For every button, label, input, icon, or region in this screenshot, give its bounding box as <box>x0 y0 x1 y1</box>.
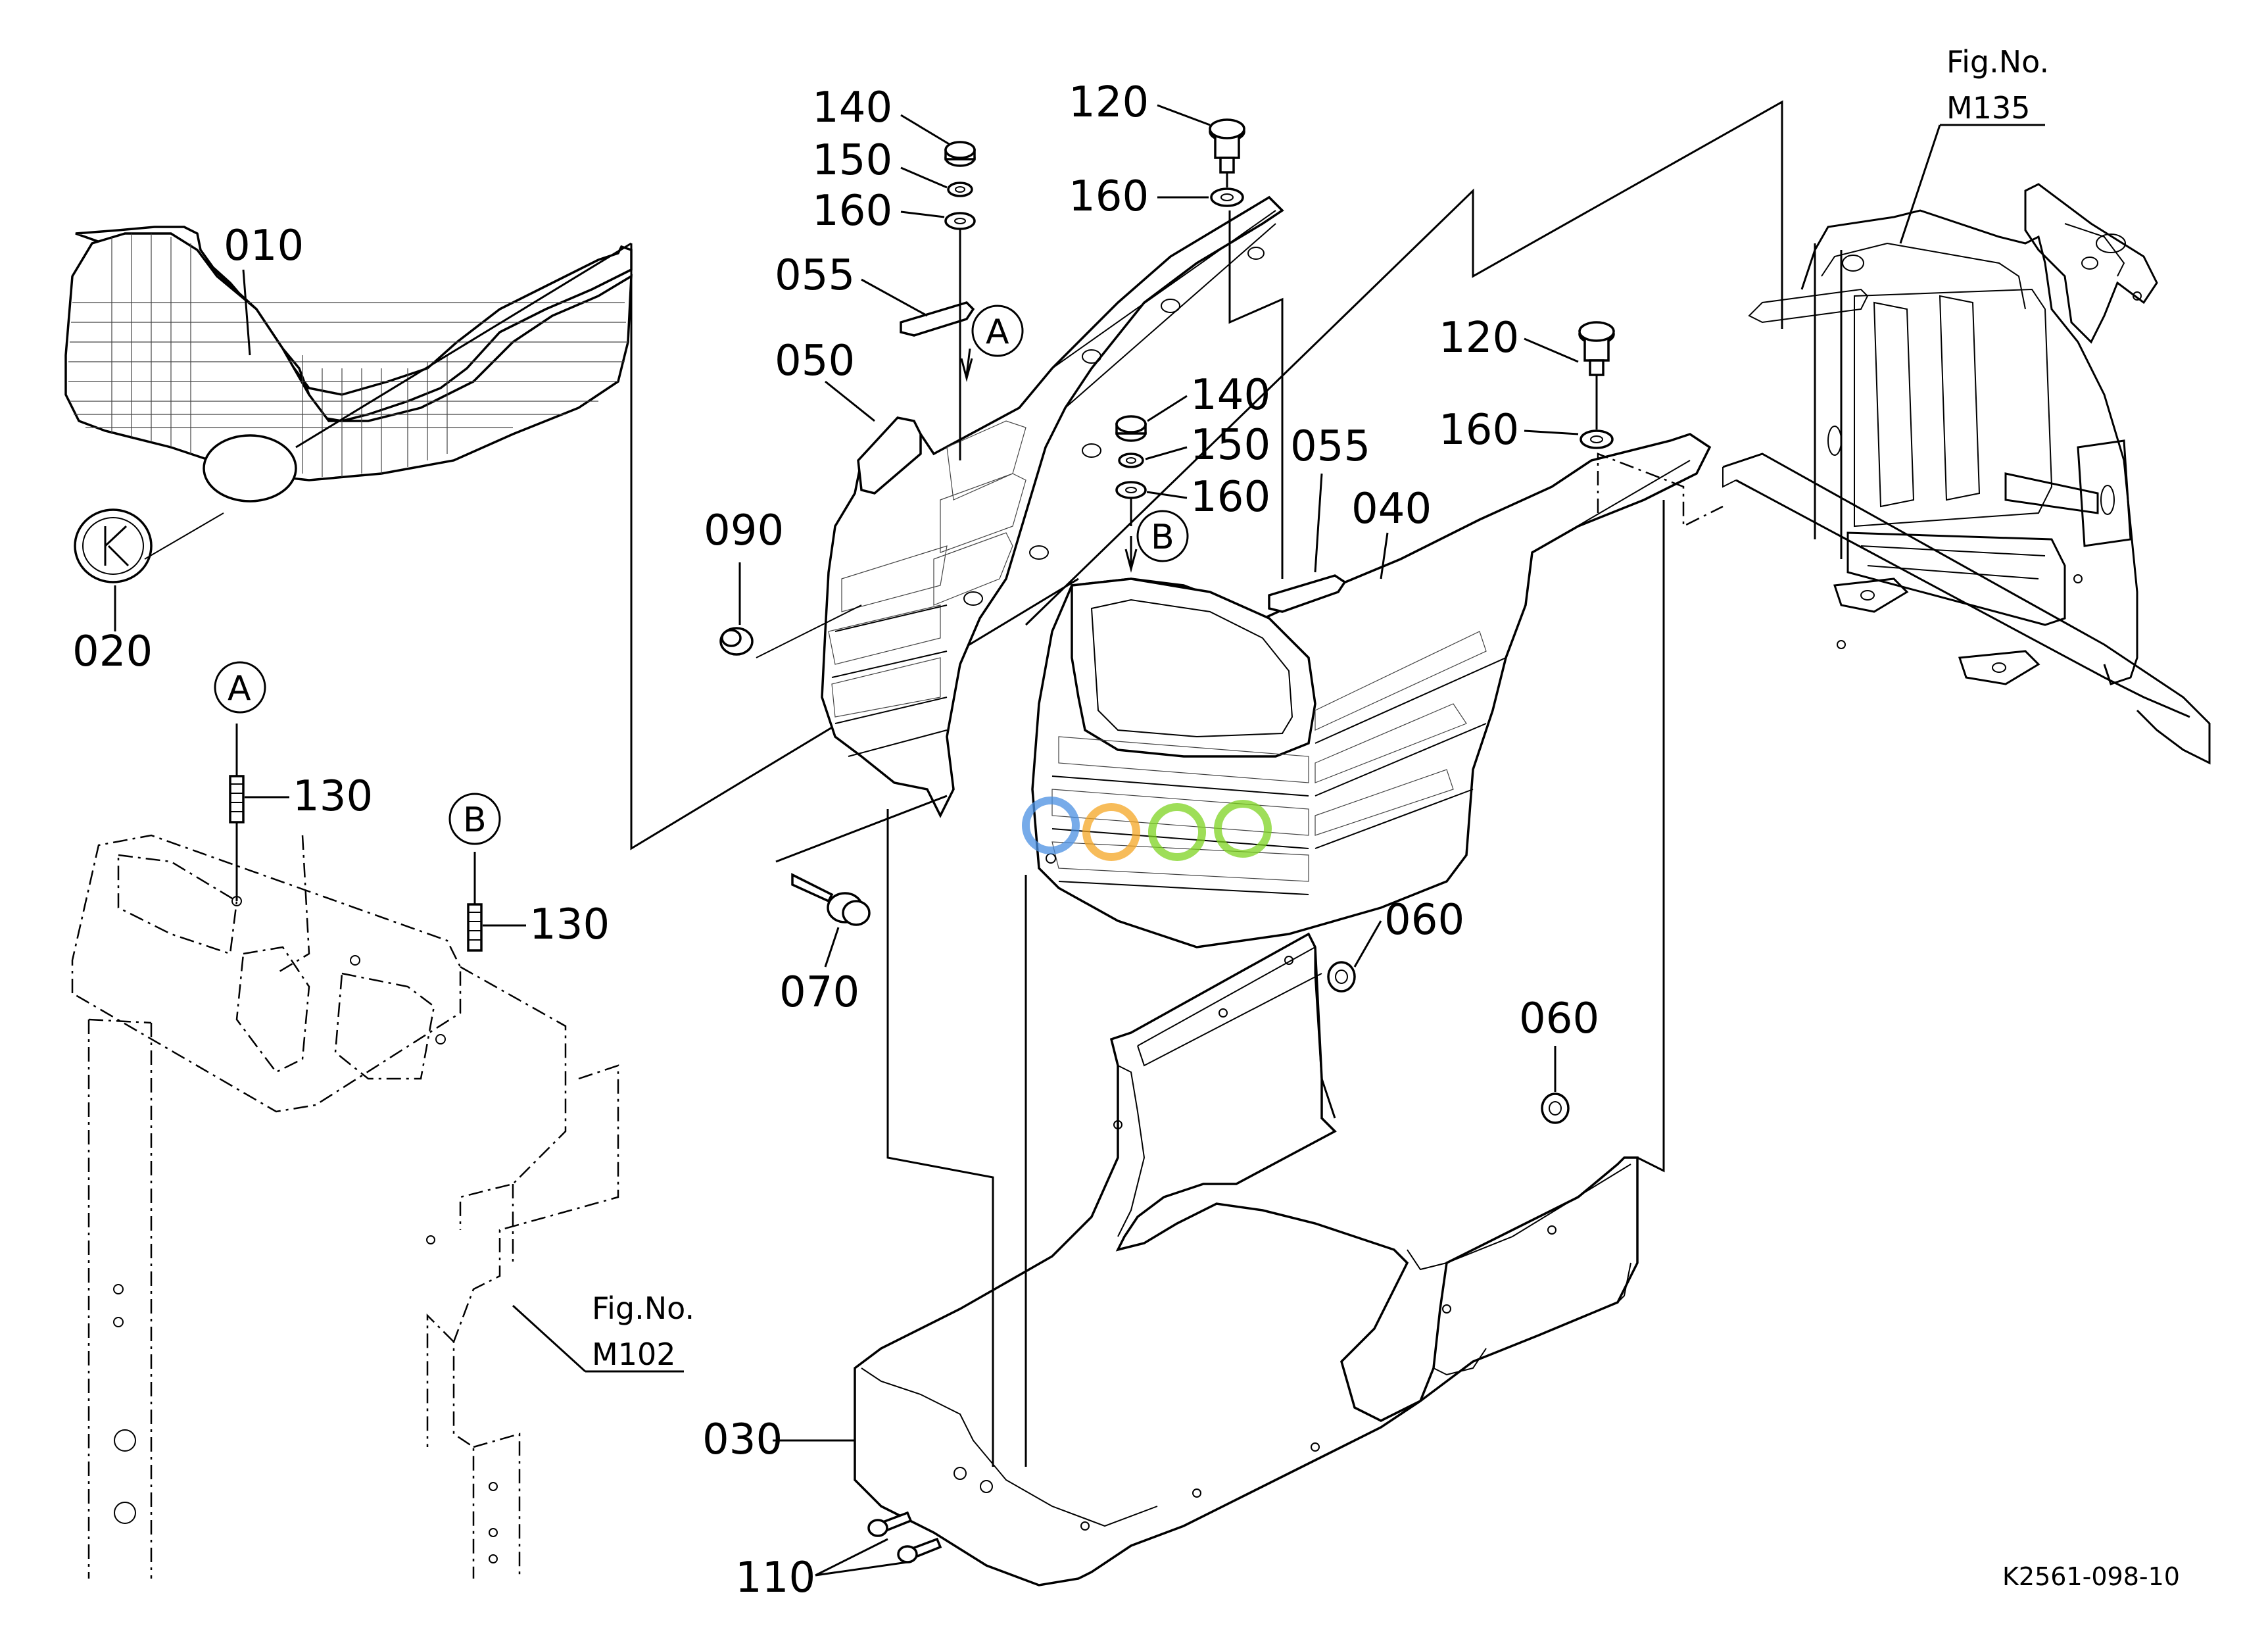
stud-130-b <box>467 852 483 952</box>
label-130-a: 130 <box>293 772 373 821</box>
washer-160-a <box>944 212 976 230</box>
stud-130-a <box>229 724 245 901</box>
fig-ref-m102-title: Fig.No. <box>592 1291 694 1326</box>
side-cover-050 <box>821 195 1284 818</box>
label-040: 040 <box>1351 485 1432 533</box>
label-160-d: 160 <box>1439 406 1519 455</box>
pin-120-b <box>1578 321 1615 376</box>
fig-ref-m135-title: Fig.No. <box>1946 44 2049 80</box>
label-010: 010 <box>224 222 304 270</box>
label-150-b: 150 <box>1190 421 1270 470</box>
label-120-b: 120 <box>1439 314 1519 362</box>
emblem-020 <box>74 508 153 583</box>
fig-ref-m135-number: M135 <box>1946 90 2031 126</box>
svg-text:A: A <box>986 312 1009 352</box>
front-grille-010 <box>64 226 633 503</box>
screws-110 <box>867 1511 942 1563</box>
label-090: 090 <box>704 506 784 555</box>
watermark-cgsc <box>1022 797 1272 861</box>
washer-160-c <box>1210 187 1244 207</box>
label-140-a: 140 <box>812 84 892 132</box>
nut-140-b <box>1115 415 1147 442</box>
label-160-c: 160 <box>1069 172 1149 221</box>
label-150-a: 150 <box>812 136 892 185</box>
label-120-a: 120 <box>1069 78 1149 127</box>
document-id: K2561-098-10 <box>2002 1562 2180 1591</box>
label-050: 050 <box>775 337 855 385</box>
callout-b-panel <box>1136 510 1189 562</box>
nut-140-a <box>944 141 976 167</box>
trim-055-a <box>900 301 975 337</box>
rubber-060-a <box>1327 961 1356 993</box>
label-140-b: 140 <box>1190 371 1270 420</box>
label-070: 070 <box>779 968 859 1017</box>
washer-150-b <box>1118 453 1144 468</box>
label-130-b: 130 <box>529 900 610 949</box>
svg-text:A: A <box>228 669 251 708</box>
washer-160-b <box>1115 481 1147 499</box>
label-030: 030 <box>702 1415 783 1464</box>
label-055-a: 055 <box>775 251 855 300</box>
callout-a-panel <box>971 305 1024 357</box>
label-060-b: 060 <box>1519 995 1599 1043</box>
label-110: 110 <box>735 1554 815 1602</box>
trim-055-b <box>1268 574 1347 613</box>
washer-150-a <box>947 182 973 197</box>
label-060-a: 060 <box>1384 896 1464 945</box>
callout-a-frame <box>214 661 266 714</box>
svg-text:B: B <box>1151 518 1174 557</box>
label-020: 020 <box>72 627 153 676</box>
front-frame-m102 <box>71 834 619 1579</box>
svg-text:B: B <box>463 800 487 840</box>
washer-160-d <box>1580 430 1614 449</box>
rubber-060-b <box>1541 1093 1570 1124</box>
label-055-b: 055 <box>1290 422 1370 471</box>
radiator-frame-m135 <box>1722 183 2211 765</box>
callout-b-frame <box>448 793 501 845</box>
pin-120-a <box>1209 118 1245 174</box>
fig-ref-m102-number: M102 <box>592 1337 676 1372</box>
bolt-070 <box>791 873 871 926</box>
under-cover-030 <box>854 932 1639 1586</box>
grommet-090 <box>719 627 754 656</box>
label-160-a: 160 <box>812 187 892 235</box>
label-160-b: 160 <box>1190 473 1270 522</box>
